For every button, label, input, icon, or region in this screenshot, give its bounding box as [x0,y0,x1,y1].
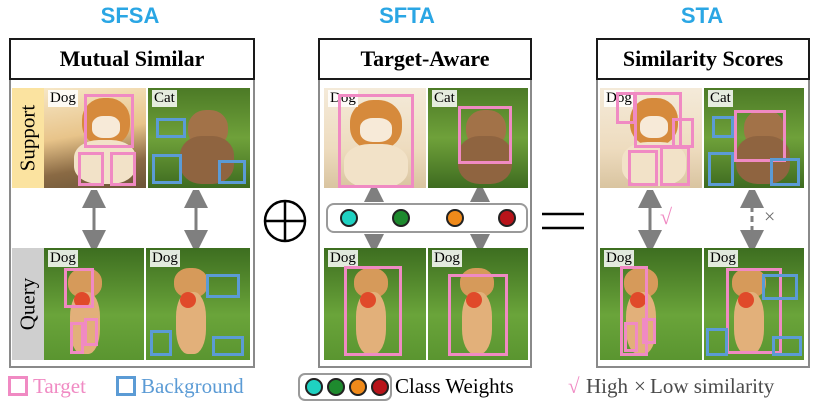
background-box [708,152,734,186]
sfsa-query-dog-image: Dog [44,248,144,360]
dog-label: Dog [48,250,78,267]
class-weights-bar [326,203,528,233]
sfta-query-dog-image: Dog [324,248,426,360]
dog-label: Dog [328,250,358,267]
sfta-title: SFTA [379,3,435,28]
background-box [150,330,172,356]
legend-class-weights-swatch [298,373,392,401]
sfsa-header: Mutual Similar [9,38,255,80]
class-weight-dot-2 [392,209,410,227]
sfsa-arrows [82,190,208,248]
sta-title: STA [680,3,724,28]
query-row-label: Query [12,248,44,360]
legend-dot-2 [327,378,345,396]
legend-high-label: High [586,374,628,398]
equals-icon [542,212,584,230]
target-box [78,152,104,186]
sta-arrows [638,190,764,248]
target-box [672,118,694,148]
combine-plus-icon [263,199,307,243]
sta-header: Similarity Scores [596,38,810,80]
cat-label: Cat [708,90,733,107]
background-box [712,116,734,138]
target-box [448,274,508,356]
class-weight-dot-4 [498,209,516,227]
class-weight-dot-3 [446,209,464,227]
background-box [770,158,800,186]
sfsa-support-dog-image: Dog [44,88,146,188]
legend-class-weights-label: Class Weights [395,374,514,398]
background-box [212,336,244,356]
legend-background-swatch [116,376,136,396]
target-box [344,266,402,356]
target-box [84,94,134,148]
dog-label: Dog [432,250,462,267]
background-box [762,274,798,300]
legend-target-label: Target [33,374,86,398]
dog-label: Dog [604,250,634,267]
high-similarity-mark: √ [660,204,673,229]
target-box [458,106,512,164]
legend-low-label: Low similarity [650,374,775,398]
target-box [628,150,658,186]
target-box [616,92,636,124]
dog-label: Dog [150,250,180,267]
sfsa-title: SFSA [100,3,160,28]
target-box [84,318,98,346]
sfsa-query-dog-image-2: Dog [146,248,250,360]
target-box [734,110,786,162]
low-similarity-mark: × [764,206,776,228]
sfta-header: Target-Aware [318,38,532,80]
background-box [772,336,802,356]
legend-cross-mark: × [634,374,646,398]
sta-support-dog-image: Dog [600,88,702,188]
target-box [620,266,648,356]
sta-support-cat-image: Cat [704,88,804,188]
sfta-support-cat-image: Cat [428,88,528,188]
cat-label: Cat [432,90,457,107]
target-box [110,152,136,186]
sfta-weight-arrows [364,188,490,250]
legend-background-label: Background [141,374,244,398]
sta-query-dog-image: Dog [600,248,702,360]
background-box [706,328,728,356]
sfta-support-dog-image: Dog [324,88,426,188]
background-box [156,118,186,138]
class-weight-dot-1 [340,209,358,227]
legend-dot-1 [305,378,323,396]
cat-label: Cat [152,90,177,107]
target-box [64,268,94,308]
sfsa-support-cat-image: Cat [148,88,250,188]
target-box [338,94,414,188]
target-box [642,318,656,344]
target-box [726,268,782,354]
background-box [218,160,246,184]
dog-label: Dog [708,250,738,267]
legend-check-mark: √ [568,374,580,398]
target-box [660,146,690,186]
legend-dot-3 [349,378,367,396]
background-box [206,274,240,298]
support-row-label: Support [12,88,44,188]
sta-query-dog-image-2: Dog [704,248,804,360]
sfta-query-dog-image-2: Dog [428,248,528,360]
legend-target-swatch [8,376,28,396]
dog-label: Dog [48,90,78,107]
target-box [70,322,84,354]
legend-dot-4 [371,378,389,396]
target-box [624,322,638,352]
background-box [152,154,182,184]
